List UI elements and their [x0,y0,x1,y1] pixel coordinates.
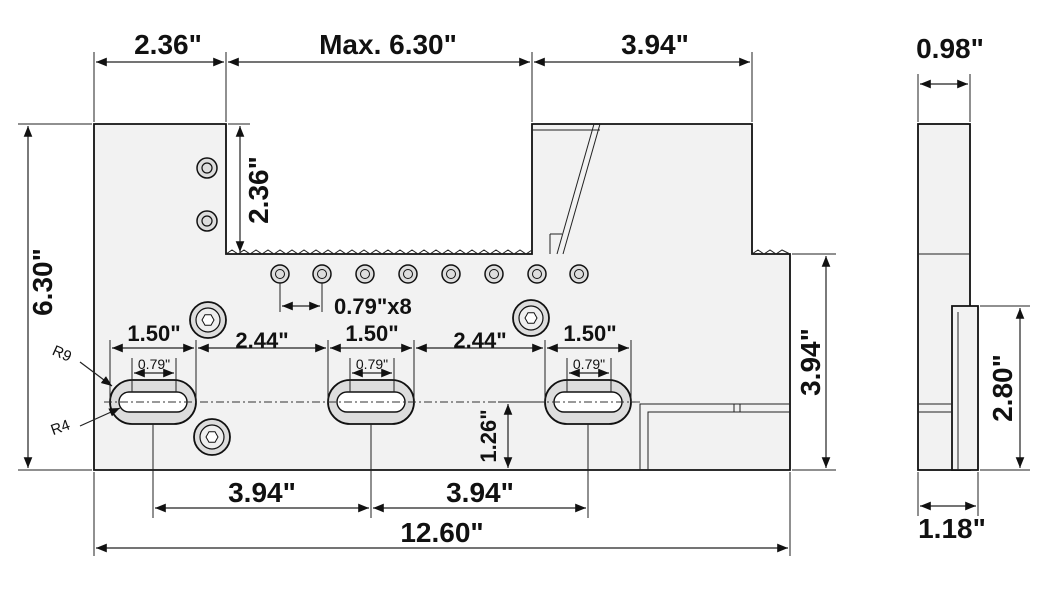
dim-slot-gap-2: 2.44" [453,328,506,353]
dim-slot-gap-1: 2.44" [235,328,288,353]
dim-top-left-width: 2.36" [134,29,202,60]
dim-side-thickness-bottom: 1.18" [918,513,986,544]
dim-slot-length-2: 1.50" [345,321,398,346]
body-outline [93,123,791,471]
serration [225,249,533,255]
dim-radius-outer: R9 [50,342,74,365]
bolt-upper-2 [196,210,218,232]
dim-slot-spacing-2: 3.94" [446,477,514,508]
dim-jaw-width: 3.94" [621,29,689,60]
dim-overall-height: 6.30" [27,248,58,316]
jaw-taper-line [562,123,601,255]
dim-slot-width-2: 0.79" [356,356,388,372]
socket-screw-3 [193,418,231,456]
dim-slot-center-height: 1.26" [476,409,501,462]
dim-side-step-height: 2.80" [987,354,1018,422]
dim-base-height: 3.94" [795,328,826,396]
dim-slot-length-1: 1.50" [127,321,180,346]
front-view [93,123,791,471]
dim-slot-spacing-1: 3.94" [228,477,296,508]
socket-screw-1 [189,301,227,339]
socket-screw-2 [512,299,550,337]
dim-hole-pitch: 0.79"x8 [334,294,412,319]
dim-side-thickness-top: 0.98" [916,33,984,64]
dim-slot-width-3: 0.79" [573,356,605,372]
dim-upper-step-height: 2.36" [243,156,274,224]
dim-slot-length-3: 1.50" [563,321,616,346]
dim-max-opening: Max. 6.30" [319,29,457,60]
side-view [917,123,979,471]
dim-overall-length: 12.60" [400,517,483,548]
dim-slot-width-1: 0.79" [138,356,170,372]
dim-radius-inner: R4 [49,417,73,440]
bolt-upper-1 [196,157,218,179]
hole-row [270,264,589,284]
